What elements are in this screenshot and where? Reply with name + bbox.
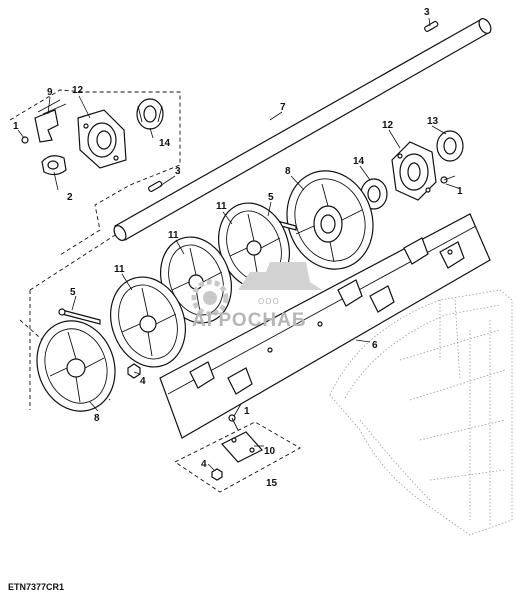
callout-7: 7 bbox=[280, 102, 286, 113]
left-flange-housing bbox=[77, 109, 127, 169]
nuts bbox=[127, 363, 223, 481]
bolt-lower bbox=[58, 308, 101, 325]
watermark: ООО АГРОСНАБ bbox=[191, 262, 322, 331]
callout-4-top: 4 bbox=[140, 376, 146, 387]
callout-12-left: 12 bbox=[72, 85, 84, 96]
callout-9: 9 bbox=[47, 87, 53, 98]
ring-wheel-3 bbox=[110, 276, 186, 368]
key-mid bbox=[148, 180, 163, 192]
callout-5-top: 5 bbox=[268, 192, 274, 203]
callout-11-mid: 11 bbox=[168, 230, 179, 241]
bolts-right bbox=[440, 175, 456, 184]
callout-12-right: 12 bbox=[382, 120, 394, 131]
callout-3-top: 3 bbox=[424, 7, 430, 18]
callout-8-bottom: 8 bbox=[94, 413, 100, 424]
left-bearing-bracket bbox=[21, 99, 67, 176]
callout-11-bottom: 11 bbox=[114, 264, 125, 275]
watermark-company-form: ООО bbox=[258, 297, 280, 306]
flight-bar bbox=[159, 213, 491, 439]
right-flange-housing bbox=[391, 141, 437, 201]
callout-14-left: 14 bbox=[159, 138, 171, 149]
spider-wheel-upper bbox=[286, 170, 374, 270]
callout-5-bottom: 5 bbox=[70, 287, 76, 298]
callout-15: 15 bbox=[266, 478, 278, 489]
callout-11-top: 11 bbox=[216, 201, 227, 212]
callouts: 3 9 12 7 1 14 12 13 2 3 14 8 1 5 11 11 1… bbox=[13, 7, 463, 489]
callout-3-mid: 3 bbox=[175, 166, 181, 177]
key-top bbox=[424, 20, 439, 32]
callout-8-top: 8 bbox=[285, 166, 291, 177]
callout-10: 10 bbox=[264, 446, 276, 457]
callout-2: 2 bbox=[67, 192, 73, 203]
callout-4-bottom: 4 bbox=[201, 459, 207, 470]
wear-plate-kit bbox=[221, 414, 263, 463]
spider-wheel-lower bbox=[36, 320, 116, 412]
callout-13: 13 bbox=[427, 116, 439, 127]
callout-1-right: 1 bbox=[457, 186, 463, 197]
callout-1-bottom: 1 bbox=[244, 406, 250, 417]
housing-outline bbox=[329, 289, 513, 536]
figure-code: ETN7377CR1 bbox=[8, 582, 64, 592]
watermark-company-name: АГРОСНАБ bbox=[192, 310, 307, 331]
right-bearing-13 bbox=[436, 130, 464, 162]
callout-1-left: 1 bbox=[13, 121, 19, 132]
callout-6: 6 bbox=[372, 340, 378, 351]
leader-lines bbox=[17, 17, 459, 471]
left-bearing bbox=[136, 98, 164, 130]
callout-14-right: 14 bbox=[353, 156, 365, 167]
shaft bbox=[113, 18, 492, 241]
